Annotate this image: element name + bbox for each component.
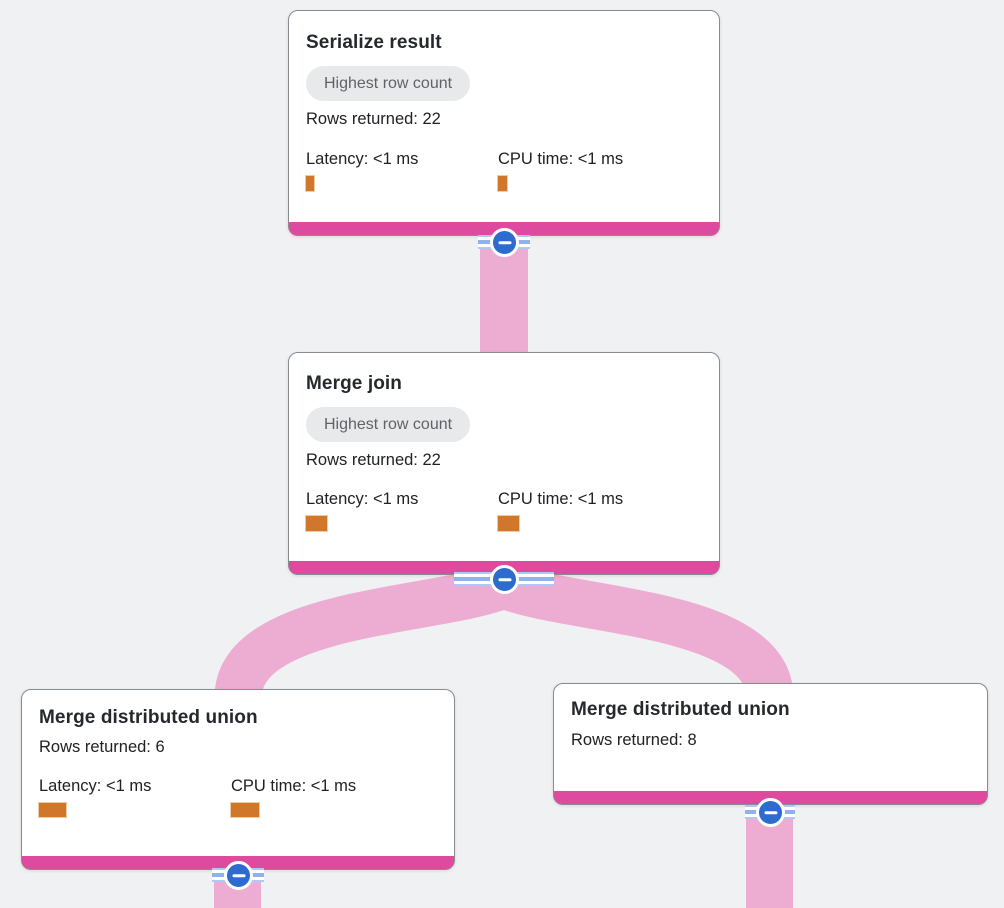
cpu-time-label: CPU time: <1 ms <box>498 150 624 168</box>
cpu-time-meter-bar <box>498 176 507 191</box>
cpu-time-label: CPU time: <1 ms <box>498 490 624 508</box>
minus-icon <box>232 873 245 878</box>
rows-returned-text: Rows returned: 22 <box>306 110 441 128</box>
latency-metric: Latency: <1 ms <box>306 150 498 191</box>
latency-metric: Latency: <1 ms <box>39 777 231 817</box>
collapse-node-button[interactable] <box>756 798 785 827</box>
latency-metric: Latency: <1 ms <box>306 490 498 531</box>
rows-returned-text: Rows returned: 6 <box>39 738 165 756</box>
rows-returned-text: Rows returned: 8 <box>571 731 697 749</box>
node-metrics: Latency: <1 ms CPU time: <1 ms <box>306 150 701 191</box>
cpu-time-metric: CPU time: <1 ms <box>498 490 690 531</box>
collapse-node-button[interactable] <box>490 228 519 257</box>
cpu-time-meter-bar <box>231 803 259 817</box>
edge-mergejoin-to-left-union <box>214 562 514 701</box>
node-title: Merge distributed union <box>39 707 258 728</box>
plan-node-serialize-result[interactable]: Serialize result Highest row count Rows … <box>288 10 720 236</box>
node-accent-bar <box>554 791 987 804</box>
rows-returned-text: Rows returned: 22 <box>306 451 441 469</box>
cpu-time-label: CPU time: <1 ms <box>231 777 357 795</box>
plan-node-merge-join[interactable]: Merge join Highest row count Rows return… <box>288 352 720 575</box>
node-metrics: Latency: <1 ms CPU time: <1 ms <box>39 777 436 817</box>
node-title: Merge distributed union <box>571 699 790 720</box>
highest-row-count-badge: Highest row count <box>306 66 471 101</box>
node-title: Merge join <box>306 373 403 394</box>
minus-icon <box>764 810 777 815</box>
collapse-node-button[interactable] <box>224 861 253 890</box>
plan-node-merge-distributed-union-left[interactable]: Merge distributed union Rows returned: 6… <box>21 689 455 870</box>
minus-icon <box>498 240 511 245</box>
edge-mergejoin-to-right-union <box>494 562 794 701</box>
collapse-node-button[interactable] <box>490 565 519 594</box>
cpu-time-metric: CPU time: <1 ms <box>498 150 690 191</box>
latency-label: Latency: <1 ms <box>306 150 419 168</box>
plan-node-merge-distributed-union-right[interactable]: Merge distributed union Rows returned: 8 <box>553 683 988 805</box>
latency-label: Latency: <1 ms <box>306 490 419 508</box>
latency-label: Latency: <1 ms <box>39 777 152 795</box>
latency-meter-bar <box>306 176 314 191</box>
highest-row-count-badge: Highest row count <box>306 407 471 442</box>
node-title: Serialize result <box>306 32 442 53</box>
cpu-time-meter-bar <box>498 516 519 531</box>
node-metrics: Latency: <1 ms CPU time: <1 ms <box>306 490 701 531</box>
latency-meter-bar <box>306 516 327 531</box>
cpu-time-metric: CPU time: <1 ms <box>231 777 423 817</box>
latency-meter-bar <box>39 803 66 817</box>
minus-icon <box>498 577 511 582</box>
